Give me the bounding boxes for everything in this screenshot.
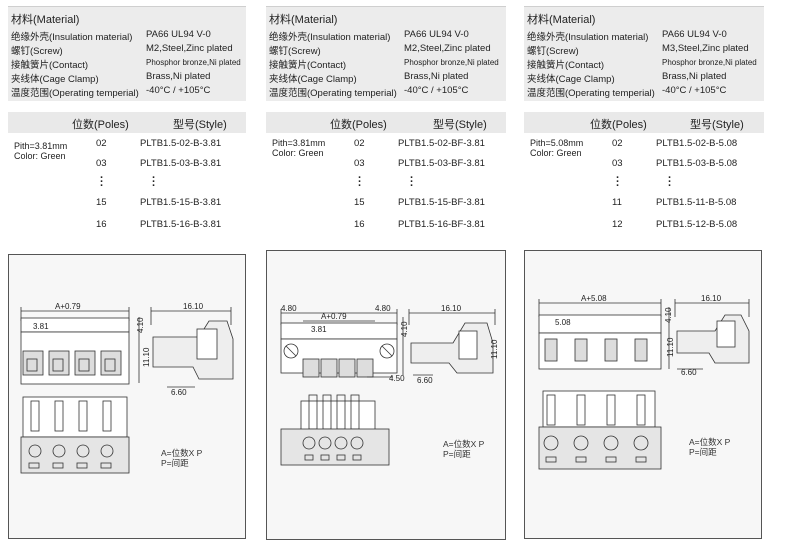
dim-label: 11.10 xyxy=(490,339,499,359)
pitch-info: Pith=3.81mm Color: Green xyxy=(14,141,68,161)
table-header: 位数(Poles) 型号(Style) xyxy=(266,112,506,133)
material-row: 接触簧片(Contact)Phosphor bronze,Ni plated xyxy=(269,58,499,71)
formula-note: A=位数X P P=间距 xyxy=(161,448,203,468)
poles-header: 位数(Poles) xyxy=(72,119,129,131)
poles-header: 位数(Poles) xyxy=(330,119,387,131)
material-row: 螺钉(Screw)M2,Steel,Zinc plated xyxy=(11,43,233,57)
dim-label: 3.81 xyxy=(311,325,327,334)
poles-cell: 02 xyxy=(612,138,623,149)
dim-label: 4.80 xyxy=(375,304,391,313)
dim-label: 16.10 xyxy=(701,294,722,303)
ellipsis-icon: ··· xyxy=(616,172,620,192)
dim-label: 11.10 xyxy=(666,337,675,357)
poles-cell: 03 xyxy=(96,158,107,169)
style-cell: PLTB1.5-12-B-5.08 xyxy=(656,219,738,230)
ellipsis-icon: ··· xyxy=(668,172,672,192)
material-row: 绝缘外壳(Insulation material)PA66 UL94 V-0 xyxy=(11,29,211,43)
dim-label: 3.81 xyxy=(33,322,49,331)
dim-label: 6.60 xyxy=(681,368,697,377)
poles-cell: 02 xyxy=(96,138,107,149)
material-box: 材料(Material) 绝缘外壳(Insulation material)PA… xyxy=(266,6,506,101)
poles-cell: 03 xyxy=(612,158,623,169)
formula-note: A=位数X P P=间距 xyxy=(443,439,485,459)
poles-cell: 15 xyxy=(96,197,107,208)
material-row: 螺钉(Screw)M3,Steel,Zinc plated xyxy=(527,43,749,57)
dim-label: 6.60 xyxy=(171,388,187,397)
ellipsis-icon: ··· xyxy=(100,172,104,192)
material-row: 温度范围(Operating temperial)-40°C / +105°C xyxy=(11,85,211,99)
material-row: 夹线体(Cage Clamp)Brass,Ni plated xyxy=(269,71,469,85)
dim-label: A+0.79 xyxy=(55,302,81,311)
material-row: 绝缘外壳(Insulation material)PA66 UL94 V-0 xyxy=(527,29,727,43)
dim-label: 4.10 xyxy=(136,317,145,333)
material-row: 接触簧片(Contact)Phosphor bronze,Ni plated xyxy=(11,58,241,71)
style-cell: PLTB1.5-03-BF-3.81 xyxy=(398,158,485,169)
dim-label: 6.60 xyxy=(417,376,433,385)
dim-label: 16.10 xyxy=(441,304,462,313)
poles-cell: 12 xyxy=(612,219,623,230)
pitch-info: Pith=5.08mm Color: Green xyxy=(530,138,584,158)
ellipsis-icon: ··· xyxy=(410,172,414,192)
poles-header: 位数(Poles) xyxy=(590,119,647,131)
technical-drawing: A+0.79 3.81 16.10 4.10 11.10 6.60 xyxy=(20,302,234,474)
pitch-info: Pith=3.81mm Color: Green xyxy=(272,138,326,158)
formula-note: A=位数X P P=间距 xyxy=(689,437,731,457)
table-header: 位数(Poles) 型号(Style) xyxy=(524,112,764,133)
style-cell: PLTB1.5-03-B-5.08 xyxy=(656,158,738,169)
material-row: 温度范围(Operating temperial)-40°C / +105°C xyxy=(527,85,727,99)
ellipsis-icon: ··· xyxy=(358,172,362,192)
ellipsis-icon: ··· xyxy=(152,172,156,192)
material-row: 夹线体(Cage Clamp)Brass,Ni plated xyxy=(527,71,727,85)
material-row: 夹线体(Cage Clamp)Brass,Ni plated xyxy=(11,71,211,85)
material-title: 材料(Material) xyxy=(11,14,80,26)
dim-label: 4.10 xyxy=(400,321,409,337)
dim-label: 11.10 xyxy=(142,347,151,367)
style-header: 型号(Style) xyxy=(173,119,227,131)
dim-label: 4.50 xyxy=(389,374,405,383)
style-cell: PLTB1.5-15-BF-3.81 xyxy=(398,197,485,208)
style-header: 型号(Style) xyxy=(690,119,744,131)
dim-label: 4.10 xyxy=(664,307,673,323)
drawing-panel: A+0.79 3.81 16.10 4.10 11.10 6.60 A=位数X … xyxy=(8,254,246,539)
table-header: 位数(Poles) 型号(Style) xyxy=(8,112,246,133)
technical-drawing: A+5.08 5.08 16.10 4.10 11.10 6.60 xyxy=(538,294,750,470)
material-row: 螺钉(Screw)M2,Steel,Zinc plated xyxy=(269,43,491,57)
style-header: 型号(Style) xyxy=(433,119,487,131)
drawing-panel: A+0.79 3.81 16.10 4.10 11.10 6.60 4.80 4… xyxy=(266,250,506,540)
material-title: 材料(Material) xyxy=(527,14,596,26)
dim-label: 5.08 xyxy=(555,318,571,327)
material-title: 材料(Material) xyxy=(269,14,338,26)
dim-label: A+5.08 xyxy=(581,294,607,303)
style-cell: PLTB1.5-02-BF-3.81 xyxy=(398,138,485,149)
style-cell: PLTB1.5-15-B-3.81 xyxy=(140,197,222,208)
material-box: 材料(Material) 绝缘外壳(Insulation material)PA… xyxy=(524,6,764,101)
material-row: 接触簧片(Contact)Phosphor bronze,Ni plated xyxy=(527,58,757,71)
style-cell: PLTB1.5-16-B-3.81 xyxy=(140,219,222,230)
poles-cell: 16 xyxy=(96,219,107,230)
drawing-panel: A+5.08 5.08 16.10 4.10 11.10 6.60 A=位数X … xyxy=(524,250,762,539)
dim-label: A+0.79 xyxy=(321,312,347,321)
material-box: 材料(Material) 绝缘外壳(Insulation material)PA… xyxy=(8,6,246,101)
style-cell: PLTB1.5-02-B-3.81 xyxy=(140,138,222,149)
poles-cell: 02 xyxy=(354,138,365,149)
style-cell: PLTB1.5-02-B-5.08 xyxy=(656,138,738,149)
technical-drawing: A+0.79 3.81 16.10 4.10 11.10 6.60 4.80 4… xyxy=(280,304,499,466)
poles-cell: 11 xyxy=(612,197,622,208)
dim-label: 4.80 xyxy=(281,304,297,313)
style-cell: PLTB1.5-16-BF-3.81 xyxy=(398,219,485,230)
poles-cell: 03 xyxy=(354,158,365,169)
dim-label: 16.10 xyxy=(183,302,204,311)
material-row: 温度范围(Operating temperial)-40°C / +105°C xyxy=(269,85,469,99)
style-cell: PLTB1.5-11-B-5.08 xyxy=(656,197,737,208)
poles-cell: 16 xyxy=(354,219,365,230)
style-cell: PLTB1.5-03-B-3.81 xyxy=(140,158,222,169)
poles-cell: 15 xyxy=(354,197,365,208)
material-row: 绝缘外壳(Insulation material)PA66 UL94 V-0 xyxy=(269,29,469,43)
